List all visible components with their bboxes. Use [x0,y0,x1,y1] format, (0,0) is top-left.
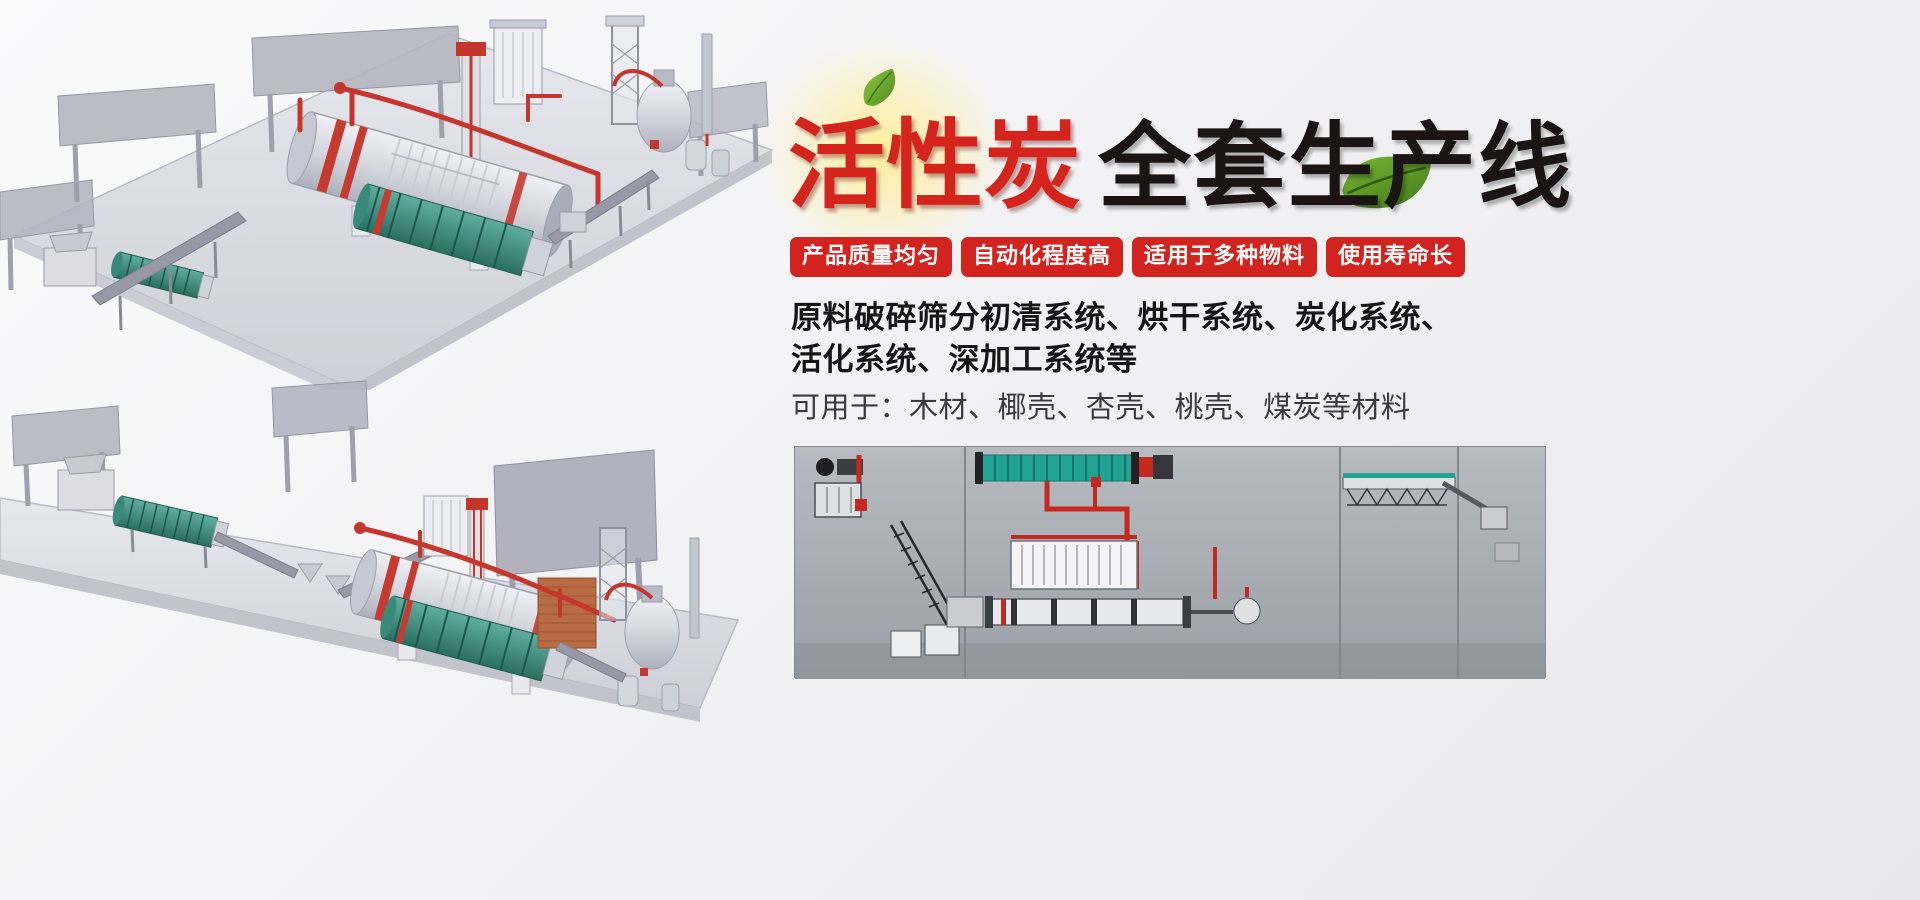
rotary-cooler-drum [380,595,572,682]
carbonization-furnace [605,15,730,177]
discharge-conveyor [555,641,627,683]
description-line-2: 活化系统、深加工系统等 [791,342,1138,378]
render-top-svg [0,15,774,390]
render-bottom-svg [0,380,740,722]
pipe-pump [334,82,346,94]
production-line-render-top [0,0,780,390]
rotary-cooler-drum [353,183,554,277]
feature-badge: 适用于多种物料 [1132,237,1318,277]
page-title: 活性炭全套生产线 [788,68,1573,236]
description-line-3: 可用于：木材、椰壳、杏壳、桃壳、煤炭等材料 [791,390,1411,424]
dust-collector [489,19,547,105]
description-line-1: 原料破碎筛分初清系统、烘干系统、炭化系统、 [791,300,1453,336]
control-cabinet [1494,542,1520,562]
feed-crusher [57,453,115,511]
dryer-cylinder-top [975,452,1173,484]
wall-seams [964,447,1459,679]
heat-exchanger [1010,540,1138,590]
incline-conveyor [91,211,247,331]
feed-station [814,455,867,518]
feature-badge: 使用寿命长 [1326,237,1466,277]
control-box [559,211,587,233]
drum-legs [130,529,208,569]
carbonization-cylinder [985,596,1191,628]
production-line-layout-diagram [794,446,1546,679]
feed-crusher [43,231,97,287]
leaf-icon [854,64,909,112]
carbonization-furnace [599,527,700,712]
cyclone-unit [1191,587,1261,625]
bucket-elevator [456,42,486,181]
leaf-icon [1332,134,1445,232]
feature-badge: 自动化程度高 [961,237,1124,277]
discharge-box [890,630,922,658]
pipe-pump [354,522,366,534]
packing-conveyor [1342,473,1508,530]
description: 原料破碎筛分初清系统、烘干系统、炭化系统、 活化系统、深加工系统等 可用于：木材… [791,297,1453,427]
red-piping [297,85,601,211]
feature-badges: 产品质量均匀 自动化程度高 适用于多种物料 使用寿命长 [790,237,1466,277]
diagram-svg [795,447,1545,679]
red-piping [357,525,617,623]
production-line-render-bottom [0,380,780,900]
hopper-box [924,624,960,656]
bucket-elevator [466,498,488,593]
title-black-text: 全套生产线 [1098,113,1573,221]
feature-badge: 产品质量均匀 [790,237,953,277]
burner-box [946,596,984,628]
banner-content: 活性炭全套生产线 产品质量均匀 自动化程度高 适用于多种物料 使用寿命长 原料破… [748,0,1920,900]
glow-effect [748,30,1018,270]
pipe-joint [1091,477,1101,487]
title-red-text: 活性炭 [788,109,1082,222]
screening-drum [111,251,215,300]
